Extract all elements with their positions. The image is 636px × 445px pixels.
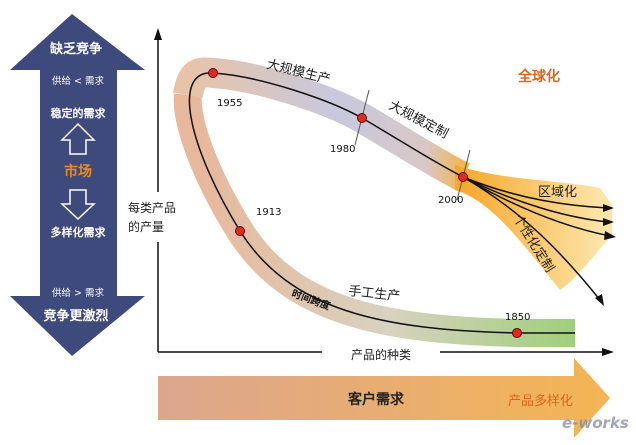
- regionalization-label: 区域化: [538, 185, 577, 200]
- up-arrow-icon: [60, 122, 96, 155]
- year-1980: 1980: [330, 144, 355, 155]
- point-1913: [235, 226, 245, 236]
- regionalization-arrow-3: [462, 176, 611, 237]
- x-axis-arrowhead: [602, 348, 614, 356]
- y-axis-arrowhead: [154, 28, 162, 40]
- x-axis-label: 产品的种类: [351, 347, 411, 362]
- craft-production-label: 手工生产: [348, 284, 401, 304]
- stable-demand-label: 稳定的需求: [51, 106, 107, 120]
- point-1850: [512, 328, 522, 338]
- eworks-watermark: e-works: [562, 414, 629, 432]
- regionalization-arrow-2: [462, 176, 609, 223]
- down-arrow-icon: [60, 189, 96, 221]
- customer-demand-label: 客户需求: [347, 391, 405, 408]
- evolution-curve: [188, 72, 575, 334]
- market-label: 市场: [64, 163, 92, 180]
- personalization-arrow: [462, 176, 601, 301]
- point-1955: [208, 68, 218, 78]
- year-2000: 2000: [438, 195, 463, 206]
- diverse-demand-label: 多样化需求: [51, 225, 107, 239]
- lack-competition-label: 缺乏竞争: [49, 41, 102, 57]
- year-1913: 1913: [256, 207, 281, 218]
- point-1980: [357, 113, 367, 123]
- year-1955: 1955: [217, 98, 242, 109]
- y-axis-label-line2: 的产量: [128, 219, 164, 234]
- y-axis-label-line1: 每类产品: [128, 200, 176, 215]
- regionalization-arrow: [462, 176, 609, 209]
- globalization-label: 全球化: [517, 68, 560, 85]
- point-2000: [458, 172, 468, 182]
- year-1850: 1850: [505, 312, 530, 323]
- more-competition-label: 竞争更激烈: [43, 308, 108, 324]
- supply-less-than-demand: 供给 < 需求: [52, 75, 104, 87]
- customer-demand-arrow: [158, 358, 610, 438]
- product-diversity-label: 产品多样化: [508, 393, 573, 409]
- market-double-arrow: [10, 14, 145, 356]
- supply-greater-than-demand: 供给 > 需求: [52, 287, 104, 299]
